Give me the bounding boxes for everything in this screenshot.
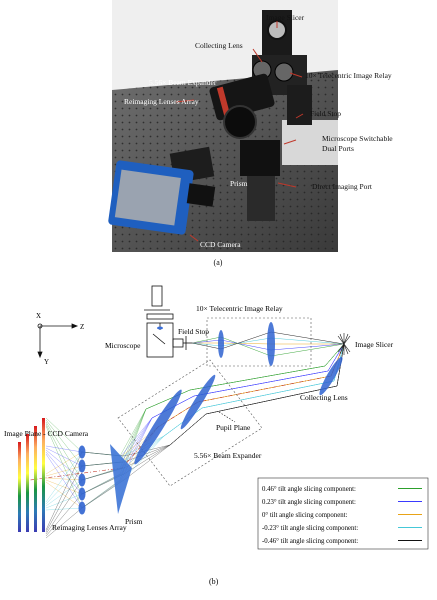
beam-expander-lens-2 [134, 389, 182, 465]
legend-entry-label: 0° tilt angle slicing component: [262, 512, 348, 519]
axis-indicator [37, 323, 79, 359]
spectral-strip [18, 442, 21, 532]
slicing-ray [81, 343, 345, 467]
image-plane-strips [18, 418, 45, 532]
collecting-lens [319, 356, 343, 396]
spectral-strip [42, 418, 45, 532]
image-ray [45, 419, 83, 467]
label-prism: Prism [125, 517, 143, 526]
image-ray [45, 479, 83, 495]
image-ray [45, 479, 83, 535]
image-ray [45, 493, 83, 509]
image-ray [45, 425, 83, 509]
callout-prism: Prism [230, 179, 248, 188]
label-image-slicer: Image Slicer [355, 340, 394, 349]
reimaging-lens [78, 445, 86, 459]
caption-b: (b) [209, 577, 219, 586]
legend-entry-label: 0.23° tilt angle slicing component: [262, 499, 356, 506]
label-telecentric-relay: 10× Telecentric Image Relay [196, 304, 283, 313]
prism-shape [110, 444, 132, 514]
slicing-ray [81, 343, 345, 509]
label-reimaging-array: Reimaging Lenses Array [52, 523, 127, 532]
relay-lens-2 [267, 322, 275, 366]
legend-entry-label: -0.23° tilt angle slicing component: [262, 525, 358, 532]
image-ray [45, 493, 83, 537]
image-ray [45, 465, 83, 533]
label-image-plane: Image Plane - CCD Camera [4, 429, 89, 438]
callout-direct-port: Direct Imaging Port [312, 182, 373, 191]
callout-microscope-ports-2: Dual Ports [322, 144, 354, 153]
image-slicer-symbol [337, 333, 351, 355]
beam-expander-box [117, 359, 263, 487]
image-ray [45, 447, 83, 467]
image-ray [45, 451, 83, 475]
image-ray [45, 451, 83, 495]
pupil-plane-line [218, 411, 236, 423]
image-ray [45, 451, 83, 503]
callout-ccd-camera: CCD Camera [200, 240, 241, 249]
callout-image-slicer: Image Slicer [266, 13, 305, 22]
prism-block [240, 140, 280, 176]
image-ray [45, 421, 83, 481]
image-ray [45, 465, 83, 477]
image-ray [45, 479, 83, 507]
relay-ray [191, 331, 345, 350]
axis-z-label: Z [80, 323, 84, 331]
label-pupil-plane: Pupil Plane [216, 423, 251, 432]
relay-lens-1 [218, 330, 224, 358]
legend-entry-label: -0.46° tilt angle slicing component: [262, 538, 358, 545]
image-ray [45, 507, 83, 539]
image-ray [45, 465, 83, 505]
beam-expander-lens-1 [180, 374, 216, 430]
callout-reimaging-array: Reimaging Lenses Array [124, 97, 199, 106]
optical-layout-diagram: X Z Y Microscope Field Stop 10× Telecent… [4, 285, 429, 586]
legend-entry-label: 0.46° tilt angle slicing component: [262, 486, 356, 493]
label-beam-expander: 5.56× Beam Expander [194, 451, 262, 460]
label-microscope: Microscope [105, 341, 141, 350]
legend: 0.46° tilt angle slicing component: 0.23°… [257, 477, 429, 550]
slicing-ray [81, 343, 345, 467]
spectral-strip [34, 426, 37, 532]
microscope-body [282, 120, 338, 165]
image-ray [45, 451, 83, 531]
reimaging-lens [78, 473, 86, 487]
microscope-objective [157, 326, 163, 330]
callout-microscope-ports-1: Microscope Switchable [322, 134, 393, 143]
reimaging-lens [78, 501, 86, 515]
image-ray [45, 453, 83, 509]
relay-ray [192, 342, 344, 345]
caption-a: (a) [213, 258, 223, 267]
image-ray [45, 423, 83, 495]
callout-beam-expander: 5.56× Beam Expander [149, 78, 217, 87]
relay-ray [191, 337, 345, 347]
image-ray [45, 477, 83, 481]
slicing-ray [81, 343, 345, 467]
axis-y-label: Y [44, 358, 49, 366]
relay-ray [191, 339, 345, 351]
image-ray [45, 449, 83, 481]
relay-box [206, 317, 312, 367]
callout-field-stop: Field Stop [310, 109, 341, 118]
image-ray [45, 445, 83, 453]
reimaging-lens [78, 459, 86, 473]
callout-arrows [175, 21, 304, 242]
axis-x-label: X [36, 312, 41, 320]
label-field-stop: Field Stop [178, 327, 209, 336]
spectral-strip [26, 434, 29, 532]
reimaging-lens-array [78, 445, 86, 515]
image-ray [45, 507, 83, 511]
label-collecting-lens: Collecting Lens [300, 393, 348, 402]
instrument-photo: Image Slicer Collecting Lens 5.56× Beam … [108, 0, 393, 252]
callout-telecentric-relay: 10× Telecentric Image Relay [305, 71, 392, 80]
relay-ray [191, 336, 345, 357]
image-ray [45, 417, 83, 453]
callout-collecting-lens: Collecting Lens [195, 41, 243, 50]
slicing-ray [81, 343, 345, 467]
image-ray [45, 481, 83, 509]
reimaging-lens [78, 487, 86, 501]
slicing-ray [81, 343, 345, 467]
microscope-symbol [144, 285, 192, 358]
